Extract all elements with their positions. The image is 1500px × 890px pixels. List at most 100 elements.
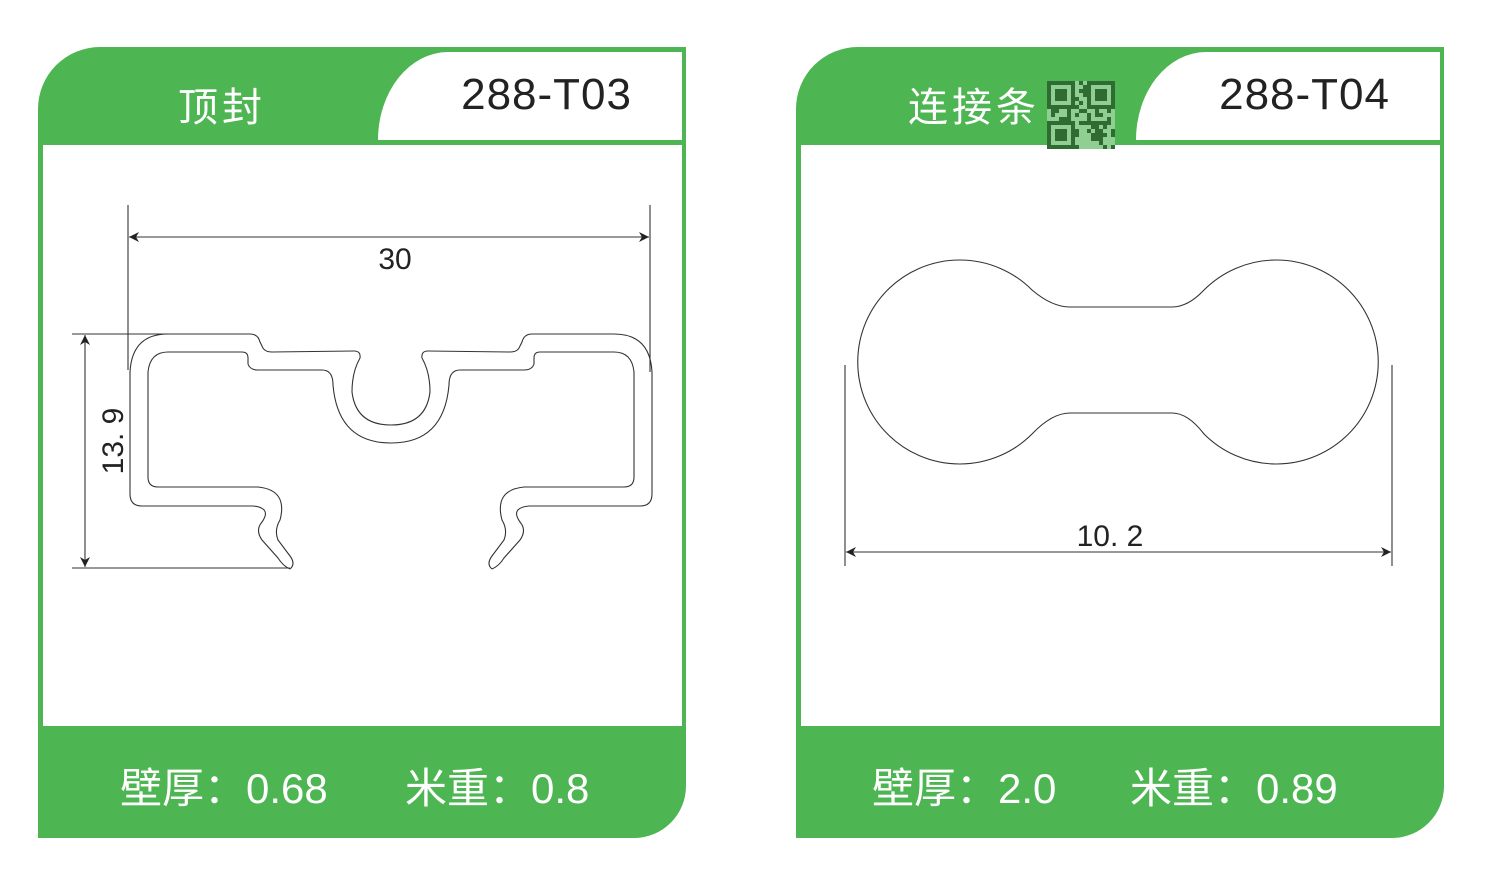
qr-module xyxy=(1087,105,1091,109)
qr-module xyxy=(1091,125,1095,129)
qr-module xyxy=(1087,93,1091,97)
meter-weight-label: 米重： xyxy=(1130,765,1257,812)
qr-module xyxy=(1063,97,1067,101)
qr-module xyxy=(1095,129,1099,133)
qr-module xyxy=(1083,109,1087,113)
qr-module xyxy=(1063,89,1067,93)
qr-module xyxy=(1059,81,1063,85)
qr-module xyxy=(1099,121,1103,125)
profile-288-t04: 10. 2 xyxy=(844,259,1393,566)
qr-module xyxy=(1075,105,1079,109)
qr-module xyxy=(1103,145,1107,149)
qr-module xyxy=(1051,121,1055,125)
qr-module xyxy=(1111,85,1115,89)
qr-module xyxy=(1107,117,1111,121)
qr-module xyxy=(1099,113,1103,117)
qr-module xyxy=(1059,105,1063,109)
qr-module xyxy=(1051,105,1055,109)
qr-module xyxy=(1095,137,1099,141)
qr-module xyxy=(1095,89,1099,93)
qr-module xyxy=(1067,105,1071,109)
qr-module xyxy=(1059,93,1063,97)
qr-module xyxy=(1055,145,1059,149)
code-tab: 288-T04 xyxy=(1136,52,1440,140)
wall-thickness-label: 壁厚： xyxy=(120,765,247,812)
product-title: 连接条 xyxy=(908,85,1040,131)
qr-module xyxy=(1075,145,1079,149)
qr-module xyxy=(1059,129,1063,133)
wall-thickness-label: 壁厚： xyxy=(872,765,999,812)
qr-module xyxy=(1059,89,1063,93)
qr-module xyxy=(1051,109,1055,113)
qr-module xyxy=(1047,105,1051,109)
qr-module xyxy=(1063,105,1067,109)
qr-module xyxy=(1103,81,1107,85)
qr-module xyxy=(1091,133,1095,137)
qr-module xyxy=(1047,133,1051,137)
qr-module xyxy=(1095,81,1099,85)
qr-module xyxy=(1083,89,1087,93)
qr-module xyxy=(1063,129,1067,133)
wall-thickness: 壁厚：0.68 xyxy=(120,755,328,816)
qr-module xyxy=(1063,133,1067,137)
profile-288-t03: 30 13. 9 xyxy=(72,205,653,570)
qr-module xyxy=(1111,81,1115,85)
qr-module xyxy=(1079,109,1083,113)
qr-module xyxy=(1103,105,1107,109)
qr-module xyxy=(1047,101,1051,105)
profile-right-half xyxy=(390,333,653,570)
product-card-288-t04: 连接条 288-T04 壁厚：2.0 米重：0.89 xyxy=(796,47,1444,838)
qr-module xyxy=(1099,133,1103,137)
qr-module xyxy=(1107,121,1111,125)
qr-module xyxy=(1055,81,1059,85)
qr-module xyxy=(1047,121,1051,125)
qr-module xyxy=(1099,137,1103,141)
drawing-area xyxy=(801,145,1440,726)
qr-module xyxy=(1099,141,1103,145)
connector-strip-outline xyxy=(857,259,1379,465)
qr-module xyxy=(1083,85,1087,89)
qr-module xyxy=(1095,93,1099,97)
qr-module xyxy=(1103,93,1107,97)
qr-module xyxy=(1059,117,1063,121)
qr-module xyxy=(1067,81,1071,85)
qr-module xyxy=(1071,105,1075,109)
qr-module xyxy=(1047,129,1051,133)
qr-module xyxy=(1071,133,1075,137)
width-dimension-label: 10. 2 xyxy=(1077,520,1144,553)
qr-module xyxy=(1055,129,1059,133)
qr-module xyxy=(1111,101,1115,105)
qr-module xyxy=(1047,141,1051,145)
qr-module xyxy=(1063,121,1067,125)
qr-module xyxy=(1055,137,1059,141)
qr-module xyxy=(1051,81,1055,85)
product-code: 288-T04 xyxy=(1219,70,1390,119)
qr-module xyxy=(1075,129,1079,133)
wall-thickness-value: 2.0 xyxy=(998,765,1057,812)
qr-module xyxy=(1071,93,1075,97)
qr-module xyxy=(1047,125,1051,129)
qr-module xyxy=(1095,133,1099,137)
qr-module xyxy=(1063,81,1067,85)
qr-module xyxy=(1099,93,1103,97)
code-tab: 288-T03 xyxy=(378,52,682,140)
qr-module xyxy=(1099,105,1103,109)
qr-module xyxy=(1079,81,1083,85)
qr-module xyxy=(1055,93,1059,97)
qr-module xyxy=(1075,133,1079,137)
qr-module xyxy=(1047,145,1051,149)
qr-module xyxy=(1091,105,1095,109)
qr-module xyxy=(1071,125,1075,129)
qr-module xyxy=(1103,89,1107,93)
qr-module xyxy=(1103,121,1107,125)
qr-module xyxy=(1083,121,1087,125)
qr-module xyxy=(1091,121,1095,125)
qr-module xyxy=(1067,117,1071,121)
qr-module xyxy=(1079,101,1083,105)
qr-module xyxy=(1087,113,1091,117)
qr-module xyxy=(1047,137,1051,141)
qr-module xyxy=(1087,129,1091,133)
qr-module xyxy=(1059,137,1063,141)
qr-module xyxy=(1051,113,1055,117)
qr-module xyxy=(1095,113,1099,117)
